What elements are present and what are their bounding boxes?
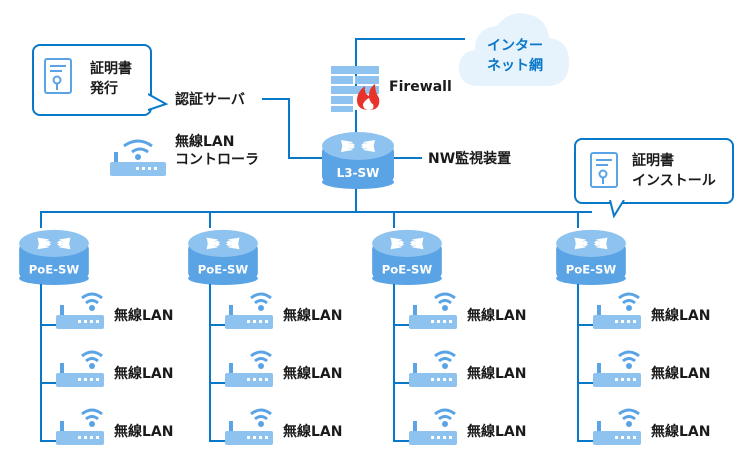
wireless-ap-label: 無線LAN [283,366,343,382]
line-ap [40,440,58,442]
callout-issue-line1: 証明書 [90,61,132,77]
line-ap-bus [577,284,579,441]
line-ap [393,440,411,442]
l3-switch-icon: L3-SW [322,132,394,189]
callout-install-line2: インストール [632,173,716,189]
poe-switch-label: PoE-SW [29,262,80,276]
wireless-ap-label: 無線LAN [114,424,174,440]
line-auth-horizontal [262,98,290,100]
cloud-icon [459,13,569,87]
wireless-ap-icon [225,350,273,387]
l3-switch-label: L3-SW [337,166,380,180]
line-core-down [355,188,357,212]
wireless-ap-icon [593,292,641,329]
line-ap [393,382,411,384]
callout-install-line1: 証明書 [632,153,674,169]
wireless-ap-icon [409,292,457,329]
wireless-ap-icon [56,292,104,329]
poe-switch-icon: PoE-SW [372,229,442,286]
line-ap-bus [393,284,395,441]
wlan-controller-label: 無線LAN コントローラ [175,133,259,169]
poe-switch-icon: PoE-SW [188,229,258,286]
line-auth-vertical [288,98,290,158]
line-monitor [394,157,422,159]
poe-switch-icon: PoE-SW [556,229,626,286]
line-ap [577,324,595,326]
poe-switch-label: PoE-SW [198,262,249,276]
wireless-ap-icon [593,408,641,445]
poe-switch-label: PoE-SW [566,262,617,276]
certificate-icon [590,152,618,188]
monitor-label: NW監視装置 [428,151,512,167]
wireless-ap-icon [593,350,641,387]
wlan-controller-line1: 無線LAN [175,134,235,150]
wireless-ap-icon [409,408,457,445]
wireless-ap-label: 無線LAN [114,308,174,324]
line-cloud-horizontal [355,38,465,40]
wireless-ap-label: 無線LAN [467,424,527,440]
line-drop [209,212,211,228]
wireless-ap-label: 無線LAN [467,366,527,382]
line-ap [577,440,595,442]
wireless-ap-label: 無線LAN [114,366,174,382]
wireless-ap-icon [225,292,273,329]
line-drop [577,212,579,228]
line-ap [40,382,58,384]
line-distribution [40,211,592,213]
callout-certificate-issue: 証明書 発行 [32,44,152,116]
wireless-ap-label: 無線LAN [651,424,711,440]
wlan-controller-line2: コントローラ [175,152,259,168]
poe-switch-label: PoE-SW [382,262,433,276]
callout-certificate-install: 証明書 インストール [574,138,734,204]
line-ap [209,440,227,442]
line-drop [393,212,395,228]
line-cloud-vertical [355,38,357,88]
wireless-ap-icon [56,350,104,387]
line-ap [393,324,411,326]
wireless-ap-label: 無線LAN [283,308,343,324]
line-ap [209,324,227,326]
line-ap [40,324,58,326]
line-ap [209,382,227,384]
wireless-ap-icon [409,350,457,387]
poe-switch-icon: PoE-SW [19,229,89,286]
wireless-ap-label: 無線LAN [651,366,711,382]
line-drop [40,212,42,228]
line-ap-bus [40,284,42,441]
callout-issue-line2: 発行 [90,81,118,97]
wireless-ap-label: 無線LAN [467,308,527,324]
line-fw-to-core [355,110,357,140]
wireless-ap-label: 無線LAN [283,424,343,440]
cloud-line1: インター [487,38,543,54]
firewall-icon [331,66,380,112]
callout-install-tail [609,200,625,219]
line-ap [577,382,595,384]
wireless-ap-label: 無線LAN [651,308,711,324]
auth-server-label: 認証サーバ [175,92,245,108]
cloud-line2: ネット網 [487,58,543,74]
wireless-ap-icon [56,408,104,445]
callout-issue-tail [148,93,168,111]
cloud-label: インター ネット網 [470,36,560,76]
certificate-icon [44,58,72,94]
firewall-label: Firewall [389,79,452,95]
wireless-ap-icon [225,408,273,445]
line-ap-bus [209,284,211,441]
wlan-controller-icon [110,139,166,176]
line-to-core [288,157,324,159]
